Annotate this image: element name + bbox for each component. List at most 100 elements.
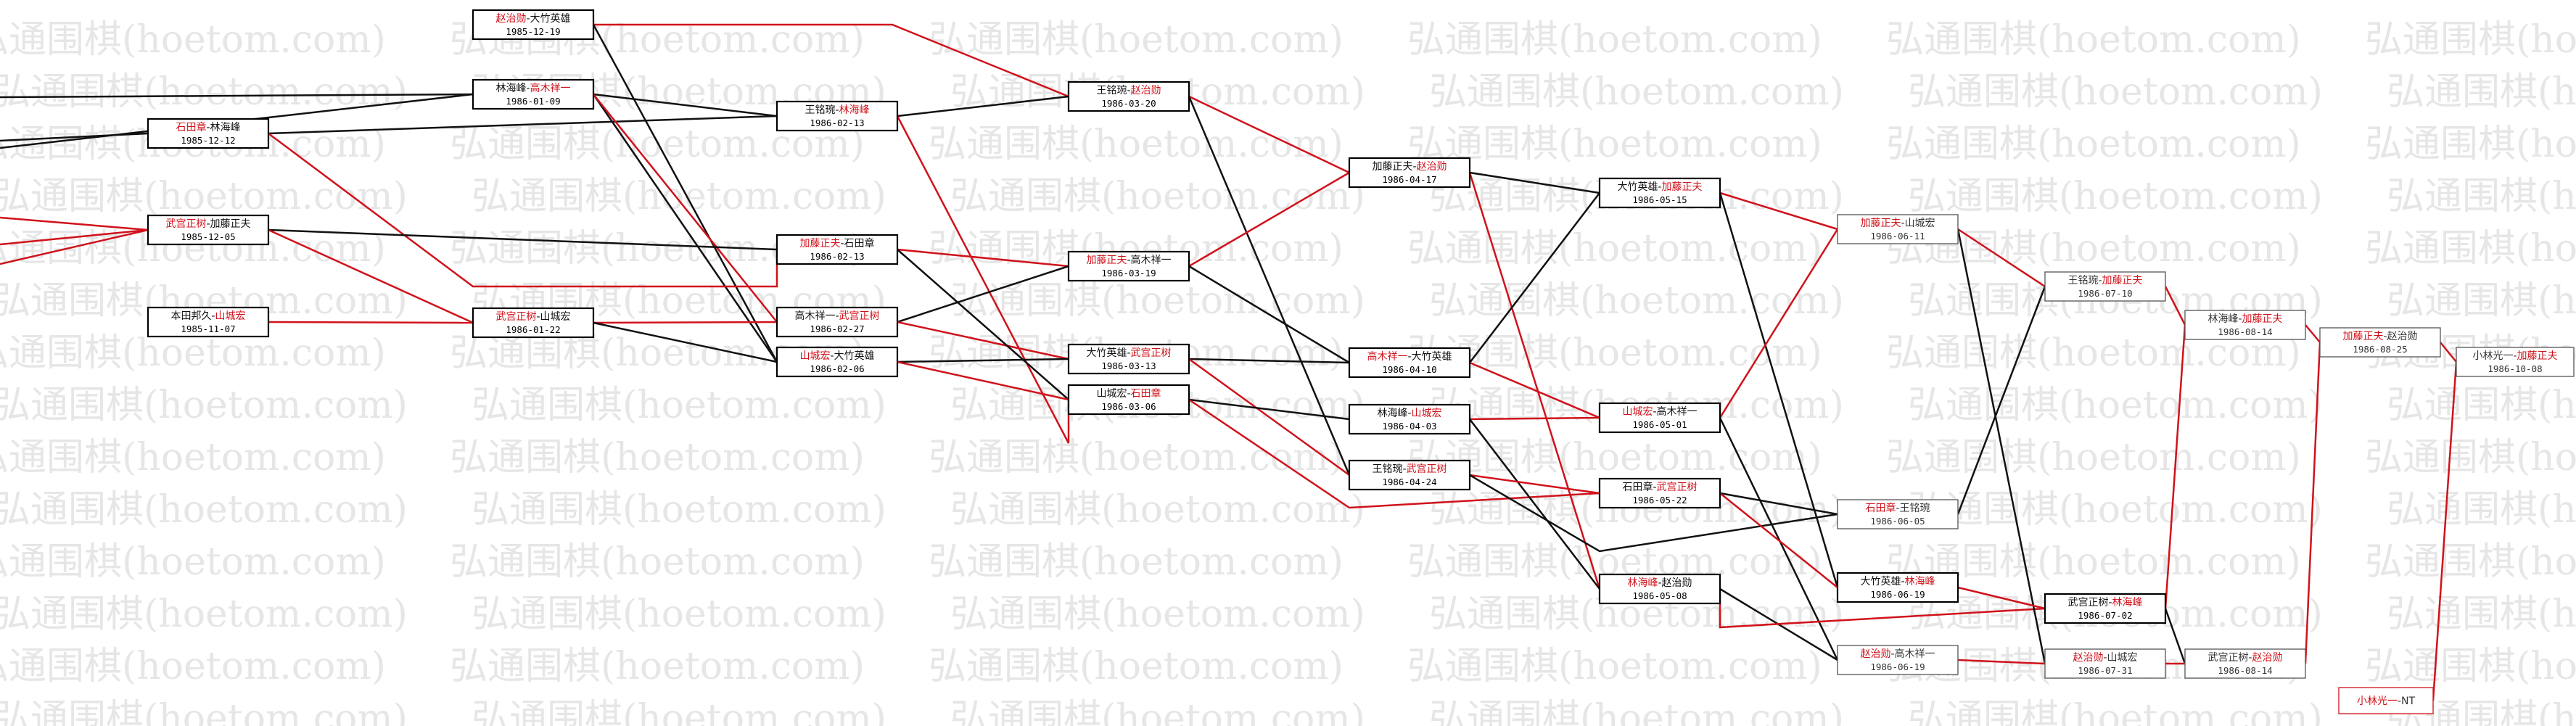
watermark-text: 弘通围棋(hoetom.com) bbox=[2365, 123, 2576, 166]
connector-line bbox=[2304, 342, 2321, 664]
player-two: 高木祥一 bbox=[1895, 648, 1935, 660]
watermark-text: 弘通围棋(hoetom.com) bbox=[0, 488, 408, 532]
connector-line bbox=[1188, 171, 1350, 268]
game-players: 加藤正夫-高木祥一 bbox=[1086, 254, 1171, 266]
player-two: 赵治勋 bbox=[2387, 331, 2418, 342]
watermark-text: 弘通围棋(hoetom.com) bbox=[1429, 70, 1844, 114]
watermark-text: 弘通围棋(hoetom.com) bbox=[1908, 70, 2323, 114]
player-one: 林海峰 bbox=[495, 83, 526, 94]
player-one: 赵治勋 bbox=[2073, 652, 2103, 664]
player-one: 王铭琬 bbox=[1096, 85, 1127, 96]
game-players: 山城宏-大竹英雄 bbox=[799, 350, 874, 362]
watermark-text: 弘通围棋(hoetom.com) bbox=[2387, 279, 2576, 323]
game-box bbox=[1598, 177, 1721, 209]
watermark-text: 弘通围棋(hoetom.com) bbox=[950, 593, 1365, 636]
player-two: 石田章 bbox=[844, 237, 875, 249]
game-players: 石田章-林海峰 bbox=[176, 121, 240, 133]
connector-line bbox=[897, 360, 1069, 401]
watermark-text: 弘通围棋(hoetom.com) bbox=[0, 331, 386, 375]
game-players: 武宫正树-山城宏 bbox=[495, 311, 570, 323]
game-date: 1986-06-11 bbox=[1870, 231, 1925, 242]
watermark-text: 弘通围棋(hoetom.com) bbox=[1407, 436, 1822, 479]
connector-line bbox=[2164, 608, 2186, 664]
game-box bbox=[1348, 157, 1471, 189]
player-two: 高木祥一 bbox=[530, 82, 571, 94]
game-players: 加藤正夫-赵治勋 bbox=[1372, 161, 1447, 173]
connector-line bbox=[593, 321, 778, 363]
connector-line bbox=[2432, 361, 2458, 701]
watermark-text: 弘通围棋(hoetom.com) bbox=[472, 384, 886, 427]
player-two: 山城宏 bbox=[1412, 408, 1442, 419]
game-box bbox=[2184, 310, 2306, 340]
connector-line bbox=[1188, 96, 1351, 476]
game-date: 1986-03-19 bbox=[1101, 268, 1156, 279]
game-box bbox=[1598, 402, 1721, 434]
connector-line bbox=[1957, 586, 2046, 610]
game-players: 山城宏-石田章 bbox=[1096, 387, 1161, 400]
game-date: 1986-05-22 bbox=[1632, 495, 1687, 506]
watermark-text: 弘通围棋(hoetom.com) bbox=[2387, 175, 2576, 218]
game-date: 1986-08-14 bbox=[2218, 326, 2272, 337]
game-players: 高木祥一-大竹英雄 bbox=[1367, 350, 1452, 363]
game-box bbox=[147, 214, 270, 246]
connector-line bbox=[897, 321, 1069, 360]
player-one: 加藤正夫 bbox=[1372, 161, 1412, 173]
player-two: 大竹英雄 bbox=[1412, 350, 1452, 363]
game-box bbox=[147, 306, 270, 338]
watermark-text: 弘通围棋(hoetom.com) bbox=[1886, 18, 2301, 62]
game-date: 1986-05-08 bbox=[1632, 590, 1687, 601]
game-box bbox=[1348, 347, 1471, 379]
player-one: 本田邦久 bbox=[170, 310, 211, 322]
watermark-text: 弘通围棋(hoetom.com) bbox=[2387, 488, 2576, 532]
game-node: 加藤正夫-高木祥一 1986-03-19 bbox=[1067, 250, 1190, 282]
watermark-text: 弘通围棋(hoetom.com) bbox=[950, 697, 1365, 726]
game-date: 1986-05-01 bbox=[1632, 419, 1687, 430]
watermark-text: 弘通围棋(hoetom.com) bbox=[0, 175, 408, 218]
game-players: 高木祥一-武宫正树 bbox=[794, 310, 879, 322]
player-two: 加藤正夫 bbox=[2517, 350, 2558, 362]
game-date: 1986-03-20 bbox=[1101, 98, 1156, 109]
connector-line bbox=[268, 132, 778, 288]
game-date: 1985-12-12 bbox=[181, 135, 235, 146]
connector-line bbox=[1188, 95, 1350, 174]
connector-line bbox=[1188, 265, 1350, 364]
game-date: 1985-11-07 bbox=[181, 323, 235, 334]
watermark-text: 弘通围棋(hoetom.com) bbox=[472, 593, 886, 636]
player-one: 林海峰 bbox=[1627, 577, 1658, 589]
connector-line bbox=[0, 132, 149, 142]
game-date: 1986-08-14 bbox=[2218, 665, 2272, 676]
player-two: 林海峰 bbox=[2112, 597, 2143, 609]
game-players: 石田章-王铭琬 bbox=[1865, 502, 1930, 514]
game-box bbox=[1837, 499, 1959, 529]
connector-line bbox=[1469, 416, 1600, 421]
connector-line bbox=[897, 248, 1069, 268]
connector-line bbox=[1719, 228, 1839, 418]
connector-line bbox=[1188, 358, 1350, 364]
connector-line bbox=[897, 95, 1069, 117]
game-box bbox=[1348, 459, 1471, 491]
player-one: 高木祥一 bbox=[794, 310, 835, 322]
watermark-text: 弘通围棋(hoetom.com) bbox=[929, 436, 1343, 479]
game-players: 武宫正树-赵治勋 bbox=[2207, 652, 2282, 664]
watermark-text: 弘通围棋(hoetom.com) bbox=[1407, 123, 1822, 166]
game-date: 1986-04-17 bbox=[1382, 174, 1436, 185]
connector-line bbox=[1957, 228, 2046, 288]
connector-line bbox=[1719, 492, 1838, 588]
game-date: 1986-10-08 bbox=[2487, 363, 2542, 374]
game-date: 1986-04-24 bbox=[1382, 477, 1436, 487]
game-players: 林海峰-加藤正夫 bbox=[2207, 313, 2282, 325]
watermark-text: 弘通围棋(hoetom.com) bbox=[450, 540, 865, 584]
watermark-text: 弘通围棋(hoetom.com) bbox=[2387, 70, 2576, 114]
player-one: 石田章 bbox=[1622, 481, 1653, 493]
